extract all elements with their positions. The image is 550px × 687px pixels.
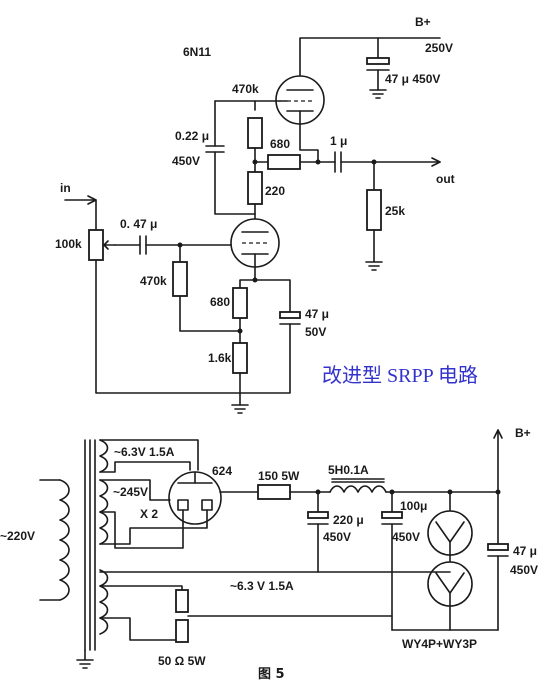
volume-potentiometer	[88, 229, 104, 261]
upper-grid-resistor	[247, 117, 263, 149]
series-resistor-label: 150 5W	[258, 469, 300, 483]
upper-grid-resistor-label: 470k	[232, 82, 259, 96]
bottom-ground	[231, 404, 249, 414]
transformer-ground	[76, 649, 94, 669]
input-arrow	[87, 195, 97, 205]
b-plus-label: B+	[415, 15, 431, 29]
heater1-label: ~6.3V 1.5A	[114, 445, 175, 459]
cathode-node-dot	[252, 277, 258, 283]
upper-cathode-wire	[299, 123, 319, 163]
b-plus-output-label: B+	[515, 426, 531, 440]
heater2-wires	[99, 585, 183, 641]
filter-capacitor-1	[307, 491, 329, 573]
bias-node-dot	[237, 328, 243, 334]
choke-inductor	[329, 478, 387, 493]
hum-resistor-bottom	[175, 619, 189, 643]
heater2-label: ~6.3 V 1.5A	[230, 579, 294, 593]
upper-cathode-resistor	[267, 154, 301, 170]
cap3-voltage-label: 450V	[510, 563, 538, 577]
supply-voltage-label: 250V	[425, 41, 453, 55]
output-cap-label: 1 μ	[330, 134, 347, 148]
mains-label: ~220V	[0, 529, 35, 543]
load-ground	[365, 229, 383, 271]
bypass-cap-top-wire	[254, 279, 291, 313]
pot-wiper	[103, 240, 116, 250]
grid-leak-resistor-label: 470k	[140, 274, 167, 288]
load-resistor	[366, 189, 382, 231]
supply-capacitor	[366, 37, 390, 99]
input-capacitor	[114, 235, 232, 255]
bootstrap-cap-value-label: 0.22 μ	[175, 129, 209, 143]
lower-triode-tube	[230, 218, 280, 268]
grid-return-wire	[179, 295, 241, 332]
potentiometer-label: 100k	[55, 237, 82, 251]
lower-cathode-resistor-label: 680	[210, 295, 230, 309]
series-resistor	[257, 484, 291, 500]
circuit-caption: 改进型 SRPP 电路	[322, 364, 478, 387]
hum-resistor-top	[175, 589, 189, 613]
grid-leak-resistor	[172, 261, 188, 297]
cap2-value-label: 100μ	[400, 499, 427, 513]
hv-multiplier-label: X 2	[140, 507, 158, 521]
filter-capacitor-3	[487, 491, 509, 631]
figure-label: 图 5	[258, 667, 285, 682]
rectifier-tube	[168, 471, 222, 525]
cap1-voltage-label: 450V	[323, 530, 351, 544]
bypass-cap-voltage-label: 50V	[305, 325, 326, 339]
regulator-tube-2	[427, 561, 473, 607]
input-cap-label: 0. 47 μ	[120, 217, 157, 231]
upper-cathode-resistor-label: 680	[270, 137, 290, 151]
power-supply-circuit: ~220V ~6.3V 1.5A 624 ~245V X 2 150 5W	[0, 426, 538, 669]
hv-wires	[99, 479, 208, 549]
lower-cathode-wire	[239, 266, 256, 289]
cap1-value-label: 220 μ	[333, 513, 364, 527]
srpp-circuit: B+ 250V 47 μ 450V 6N11 470k	[55, 15, 478, 414]
hv-winding-label: ~245V	[113, 485, 148, 499]
b-plus-rail	[299, 37, 441, 89]
hum-resistor-label: 50 Ω 5W	[158, 654, 206, 668]
choke-label: 5H0.1A	[328, 463, 369, 477]
bypass-cap-value-label: 47 μ	[305, 307, 329, 321]
middle-resistor	[247, 171, 263, 205]
transformer-core	[84, 439, 96, 651]
filter-capacitor-2	[381, 491, 403, 631]
primary-leads	[39, 479, 61, 601]
regulator-label: WY4P+WY3P	[402, 637, 477, 651]
supply-cap-label: 47 μ 450V	[385, 72, 440, 86]
primary-winding	[59, 479, 70, 601]
lower-cathode-resistor	[232, 287, 248, 319]
heater-winding-2	[99, 569, 109, 635]
bootstrap-cap-voltage-label: 450V	[172, 154, 200, 168]
regulator-node-dot	[447, 489, 453, 495]
load-resistor-label: 25k	[385, 204, 405, 218]
bootstrap-capacitor	[205, 145, 256, 215]
heater-winding-1	[99, 439, 109, 473]
output-capacitor	[334, 151, 441, 173]
rectifier-tube-label: 624	[212, 464, 232, 478]
upper-triode-tube	[275, 75, 325, 125]
cathode-bypass-capacitor	[239, 311, 301, 394]
output-node-dot	[315, 159, 321, 165]
cap2-voltage-label: 450V	[392, 530, 420, 544]
input-label: in	[60, 181, 71, 195]
bias-resistor	[232, 342, 248, 374]
b-plus-output-arrow	[493, 429, 503, 439]
heater1-wires	[99, 439, 199, 473]
bias-resistor-label: 1.6k	[208, 351, 232, 365]
cap3-value-label: 47 μ	[513, 544, 537, 558]
pot-ground-wire	[95, 259, 241, 394]
middle-resistor-label: 220	[265, 184, 285, 198]
regulator-tube-1	[427, 510, 473, 556]
tube-type-label: 6N11	[183, 45, 211, 59]
input-wire	[64, 199, 97, 231]
load-node-dot	[371, 159, 377, 165]
output-label: out	[436, 172, 455, 186]
